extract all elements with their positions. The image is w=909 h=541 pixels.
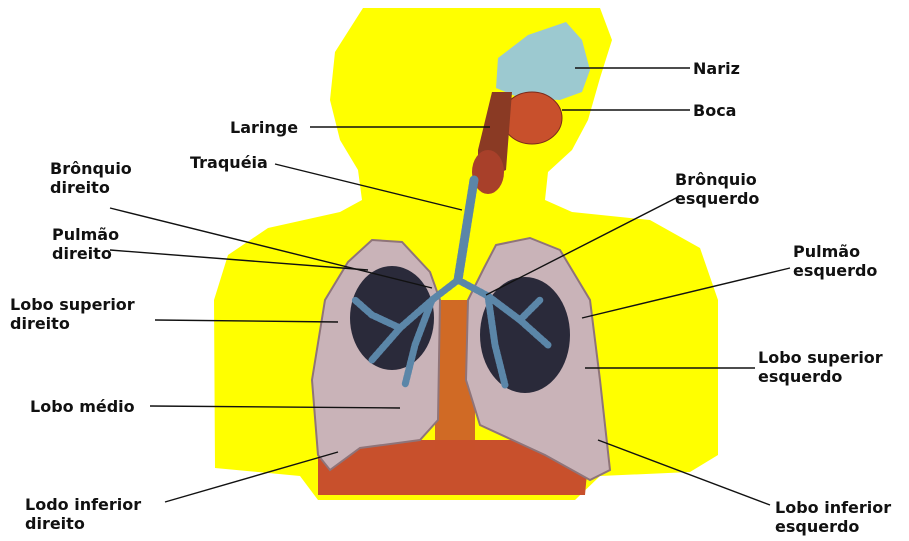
label-lobo-superior-direito-line1: Lobo superior bbox=[10, 295, 135, 314]
label-lobo-inferior-esquerdo-line2: esquerdo bbox=[775, 517, 891, 536]
label-lobo-superior-direito-line2: direito bbox=[10, 314, 135, 333]
label-pulmao-esquerdo-line2: esquerdo bbox=[793, 261, 877, 280]
label-pulmao-direito: Pulmão direito bbox=[52, 225, 119, 263]
label-pulmao-esquerdo: Pulmão esquerdo bbox=[793, 242, 877, 280]
label-lobo-inferior-esquerdo-line1: Lobo inferior bbox=[775, 498, 891, 517]
label-pulmao-esquerdo-line1: Pulmão bbox=[793, 242, 877, 261]
label-bronquio-direito-line2: direito bbox=[50, 178, 132, 197]
label-boca: Boca bbox=[693, 101, 736, 120]
label-bronquio-direito: Brônquio direito bbox=[50, 159, 132, 197]
label-traqueia: Traquéia bbox=[190, 153, 268, 172]
label-pulmao-direito-line1: Pulmão bbox=[52, 225, 119, 244]
label-lobo-superior-esquerdo-line1: Lobo superior bbox=[758, 348, 883, 367]
label-pulmao-direito-line2: direito bbox=[52, 244, 119, 263]
label-lobo-superior-esquerdo-line2: esquerdo bbox=[758, 367, 883, 386]
label-lobo-inferior-direito-line2: direito bbox=[25, 514, 141, 533]
label-bronquio-esquerdo-line2: esquerdo bbox=[675, 189, 759, 208]
label-lobo-inferior-direito: Lodo inferior direito bbox=[25, 495, 141, 533]
label-bronquio-esquerdo: Brônquio esquerdo bbox=[675, 170, 759, 208]
label-lobo-superior-esquerdo: Lobo superior esquerdo bbox=[758, 348, 883, 386]
label-lobo-inferior-esquerdo: Lobo inferior esquerdo bbox=[775, 498, 891, 536]
label-nariz: Nariz bbox=[693, 59, 740, 78]
label-lobo-medio: Lobo médio bbox=[30, 397, 135, 416]
label-laringe: Laringe bbox=[230, 118, 298, 137]
label-lobo-superior-direito: Lobo superior direito bbox=[10, 295, 135, 333]
label-bronquio-direito-line1: Brônquio bbox=[50, 159, 132, 178]
label-bronquio-esquerdo-line1: Brônquio bbox=[675, 170, 759, 189]
label-lobo-inferior-direito-line1: Lodo inferior bbox=[25, 495, 141, 514]
right-lung-upper-dark bbox=[350, 266, 434, 370]
